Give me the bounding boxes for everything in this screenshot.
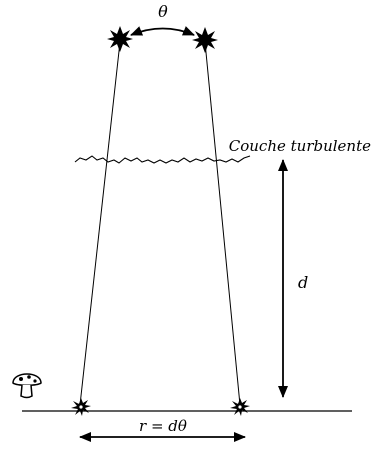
mushroom-icon bbox=[12, 373, 42, 399]
image-right-icon bbox=[230, 398, 250, 416]
star-right-icon bbox=[192, 27, 218, 53]
layer-label: Couche turbulente bbox=[229, 137, 371, 155]
angle-arc bbox=[130, 26, 195, 36]
star-left-icon bbox=[107, 26, 133, 52]
image-left-icon bbox=[71, 398, 91, 416]
separation-label: r = dθ bbox=[139, 417, 187, 435]
angle-label: θ bbox=[158, 2, 168, 21]
turbulent-layer-line bbox=[74, 155, 251, 164]
ray-left-star bbox=[79, 41, 121, 406]
ray-right-star bbox=[204, 41, 241, 406]
distance-label: d bbox=[298, 273, 308, 292]
